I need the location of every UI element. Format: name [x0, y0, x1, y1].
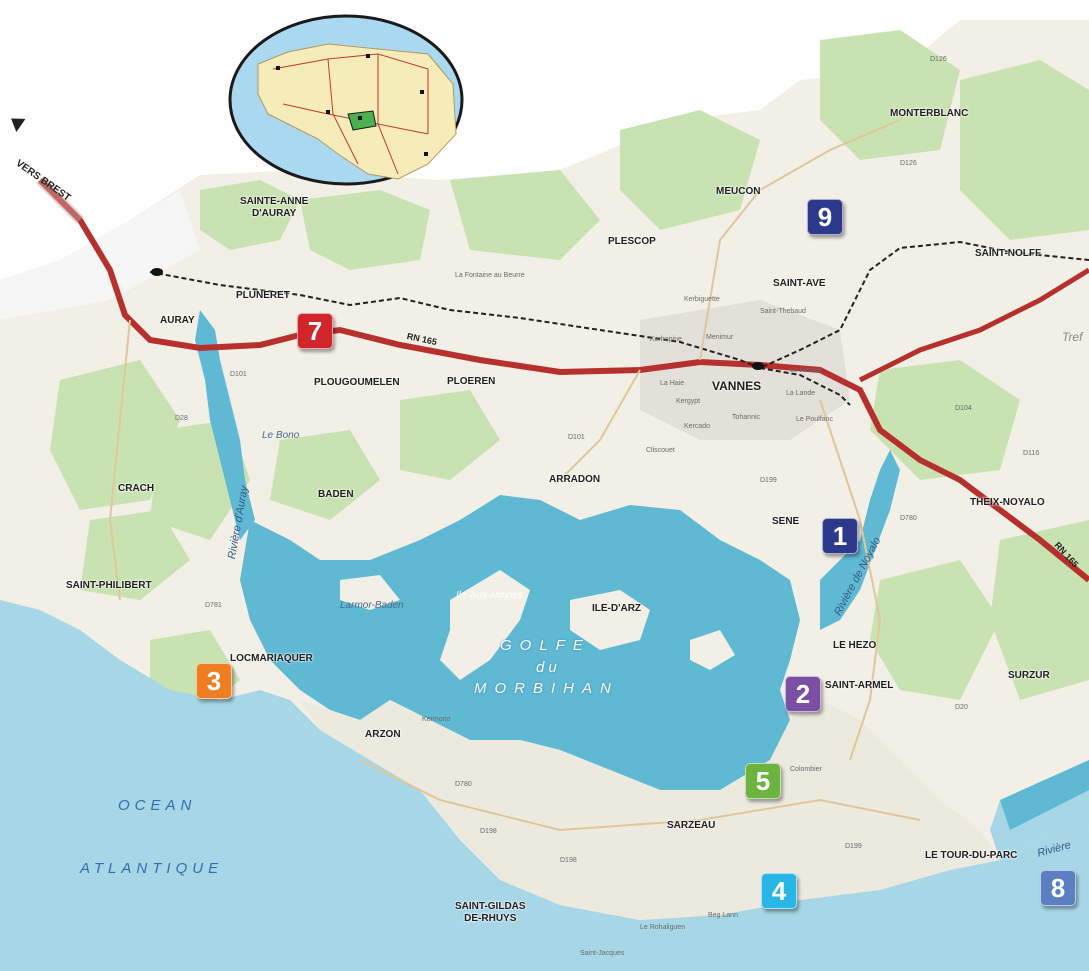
- vegetation: [50, 30, 1089, 890]
- road-code-label: D20: [955, 704, 968, 711]
- town-label-sarzeau: SARZEAU: [667, 820, 716, 831]
- small-place-label: La Fontaine au Beurre: [455, 272, 525, 279]
- small-place-label: Kergypt: [676, 398, 701, 405]
- map-marker-2[interactable]: 2: [785, 676, 821, 712]
- town-label-vannes: VANNES: [712, 379, 762, 393]
- small-place-label: Colombier: [790, 766, 822, 773]
- small-place-label: Le Rohaliguen: [640, 924, 686, 931]
- small-place-label: Cliscouet: [646, 447, 675, 454]
- town-label-sene: SENE: [772, 516, 800, 527]
- road-code-label: D126: [930, 56, 947, 63]
- map-marker-8[interactable]: 8: [1040, 870, 1076, 906]
- vannes-station-icon: [752, 362, 764, 370]
- map-marker-5[interactable]: 5: [745, 763, 781, 799]
- secondary-roads: [108, 119, 921, 832]
- small-place-label: Saint-Jacques: [580, 950, 625, 957]
- road-code-label: D101: [230, 371, 247, 378]
- town-label-auray: AURAY: [160, 315, 195, 326]
- rn165-road: [37, 177, 1089, 583]
- ile-aux-moines: [440, 570, 530, 680]
- le-bono-label: Le Bono: [262, 430, 300, 441]
- ocean: [0, 600, 1089, 971]
- town-label-meucon: MEUCON: [716, 186, 761, 197]
- ocean-label-line1: OCEAN: [118, 797, 197, 814]
- town-label-locmariaquer: LOCMARIAQUER: [230, 653, 313, 664]
- town-label-arradon: ARRADON: [549, 474, 601, 485]
- town-label-plescop: PLESCOP: [608, 236, 656, 247]
- small-place-label: Le Poulfanc: [796, 416, 833, 423]
- town-label-ploeren: PLOEREN: [447, 376, 496, 387]
- road-code-label: D780: [455, 781, 472, 788]
- map-marker-1[interactable]: 1: [822, 518, 858, 554]
- road-code-label: D780: [900, 515, 917, 522]
- road-code-label: D198: [480, 828, 497, 835]
- ocean-label-line2: ATLANTIQUE: [80, 860, 224, 877]
- road-code-label: D28: [175, 415, 188, 422]
- golfe-du-morbihan: [240, 495, 800, 790]
- road-code-label: D199: [760, 477, 777, 484]
- town-label-baden: BADEN: [318, 489, 354, 500]
- town-label-le-hezo: LE HEZO: [833, 640, 877, 651]
- road-code-label: D198: [560, 857, 577, 864]
- small-place-label: Saint-Thebaud: [760, 308, 806, 315]
- town-label-saint-armel: SAINT-ARMEL: [825, 680, 894, 691]
- vannes-urban-area: [640, 300, 850, 440]
- small-place-label: Kerhopine: [650, 336, 682, 343]
- town-label-ile-darz: ILE-D'ARZ: [592, 603, 642, 614]
- town-label-pluneret: PLUNERET: [236, 290, 290, 301]
- rhuys-peninsula: [300, 700, 1000, 920]
- town-label-monterblanc: MONTERBLANC: [890, 108, 969, 119]
- road-code-label: D781: [205, 602, 222, 609]
- town-label-theix-noyalo: THEIX-NOYALO: [970, 497, 1045, 508]
- town-label-plougoumelen: PLOUGOUMELEN: [314, 377, 400, 388]
- map-marker-7[interactable]: 7: [297, 313, 333, 349]
- ile-aux-moines-label: Ile-Aux-Moines: [456, 590, 523, 601]
- town-label-saint-philibert: SAINT-PHILIBERT: [66, 580, 152, 591]
- road-code-label: D116: [1023, 450, 1040, 457]
- small-place-label: Kercado: [684, 423, 711, 430]
- town-label-saint-nolff: SAINT-NOLFF: [975, 248, 1042, 259]
- small-place-label: La Haie: [660, 380, 685, 387]
- small-place-label: Le Hechet: [790, 367, 822, 374]
- small-place-label: Beg Lann: [708, 912, 738, 919]
- ile-darz: [570, 590, 650, 650]
- map-marker-9[interactable]: 9: [807, 199, 843, 235]
- tref-label: Tref: [1062, 330, 1083, 344]
- road-code-label: D104: [955, 405, 972, 412]
- golfe-label-line1: GOLFE: [500, 637, 591, 654]
- map-marker-4[interactable]: 4: [761, 873, 797, 909]
- golfe-label-line3: MORBIHAN: [474, 680, 619, 697]
- golfe-label-line2: du: [536, 659, 561, 676]
- town-label-arzon: ARZON: [365, 729, 401, 740]
- small-place-label: Tohannic: [732, 414, 761, 421]
- small-place-label: La Lande: [786, 390, 816, 397]
- town-label-saint-gildas-de-rhuys: SAINT-GILDAS DE-RHUYS: [455, 901, 526, 924]
- small-place-label: Menimur: [706, 334, 734, 341]
- town-label-crach: CRACH: [118, 483, 155, 494]
- small-place-label: Kerbiguette: [684, 296, 720, 303]
- riviere-auray: [195, 310, 255, 540]
- town-label-surzur: SURZUR: [1008, 670, 1050, 681]
- town-label-sainte-anne-dauray: SAINTE-ANNE D'AURAY: [240, 196, 309, 219]
- railway-line: [149, 240, 1089, 370]
- town-label-saint-ave: SAINT-AVE: [773, 278, 826, 289]
- auray-station-icon: [151, 268, 163, 276]
- road-code-label: D126: [900, 160, 917, 167]
- map-marker-3[interactable]: 3: [196, 663, 232, 699]
- n166-road: [858, 267, 1089, 383]
- riviere-noyalo: [820, 450, 900, 630]
- small-place-label: Kermorio: [422, 716, 451, 723]
- road-code-label: D101: [568, 434, 585, 441]
- larmor-baden-label: Larmor-Baden: [340, 600, 404, 611]
- town-label-le-tour-du-parc: LE TOUR-DU-PARC: [925, 850, 1018, 861]
- road-code-label: D199: [845, 843, 862, 850]
- brittany-locator-map: [228, 14, 464, 186]
